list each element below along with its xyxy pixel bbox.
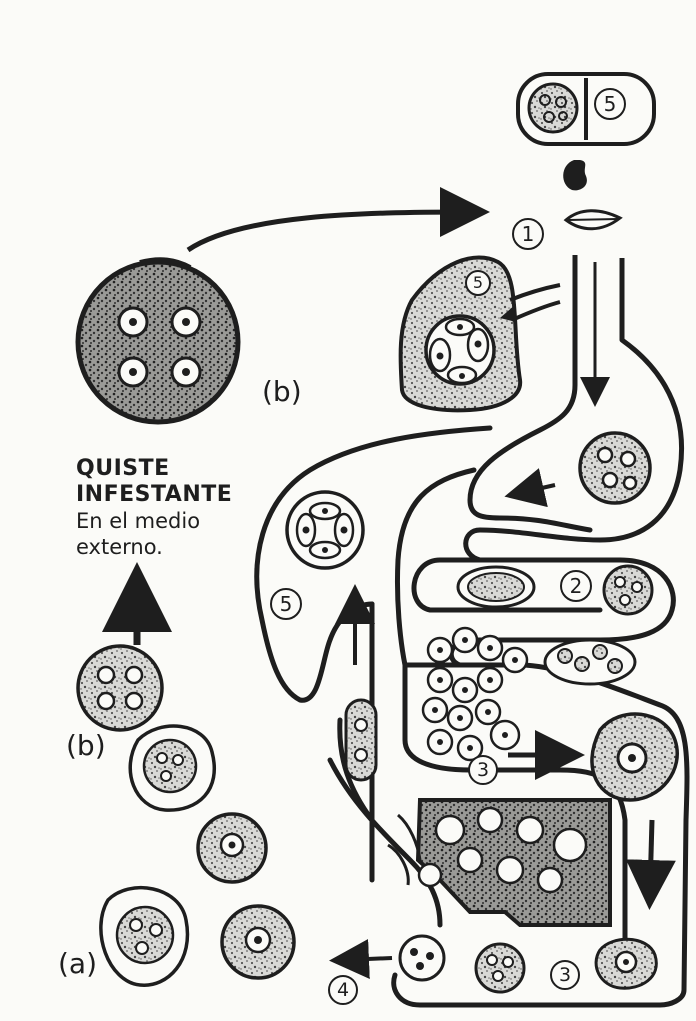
ingestion-arrow (188, 212, 470, 250)
vessel-trophozoite (346, 700, 376, 780)
nose-icon (563, 160, 587, 190)
arrow-exit (345, 958, 392, 960)
caption-line-4: externo. (76, 534, 232, 560)
caption-line-2: INFESTANTE (76, 482, 232, 508)
excystation-arrow (520, 485, 555, 493)
uninucleate-cyst-bottom (222, 906, 294, 978)
cecum-cyst (287, 492, 363, 568)
infective-cyst (78, 260, 238, 422)
stage-5-marker-stool: 5 (594, 88, 626, 120)
metacystic-cluster (545, 640, 635, 684)
caption-line-1: QUISTE (76, 456, 232, 482)
esophagus (575, 255, 622, 395)
stage-3-marker-lower: 3 (550, 960, 580, 990)
uninucleate-cyst (198, 814, 266, 882)
infective-cyst-caption: QUISTE INFESTANTE En el medio externo. (76, 456, 232, 560)
form-label-a: (a) (58, 950, 97, 978)
caption-line-3: En el medio (76, 508, 232, 534)
colon-cysts (400, 936, 656, 992)
stage-5-marker-liver: 5 (465, 270, 491, 296)
mouth-icon (566, 211, 620, 229)
arrow-down-colon (650, 820, 652, 890)
form-label-b-top: (b) (262, 378, 302, 406)
stage-1-marker: 1 (512, 218, 544, 250)
excystation-row (458, 566, 652, 614)
stage-5-marker-cecum: 5 (270, 588, 302, 620)
mature-cyst-b (78, 646, 162, 730)
stage-2-marker: 2 (560, 570, 592, 602)
stage-4-marker: 4 (328, 975, 358, 1005)
stomach-cyst (580, 433, 650, 503)
cyst-pair-in-stool (518, 74, 654, 144)
trophozoite-a (101, 888, 188, 986)
precyst-left (130, 726, 214, 810)
stage-3-marker-upper: 3 (468, 755, 498, 785)
form-label-b-left: (b) (66, 732, 106, 760)
large-trophozoite (592, 714, 677, 800)
